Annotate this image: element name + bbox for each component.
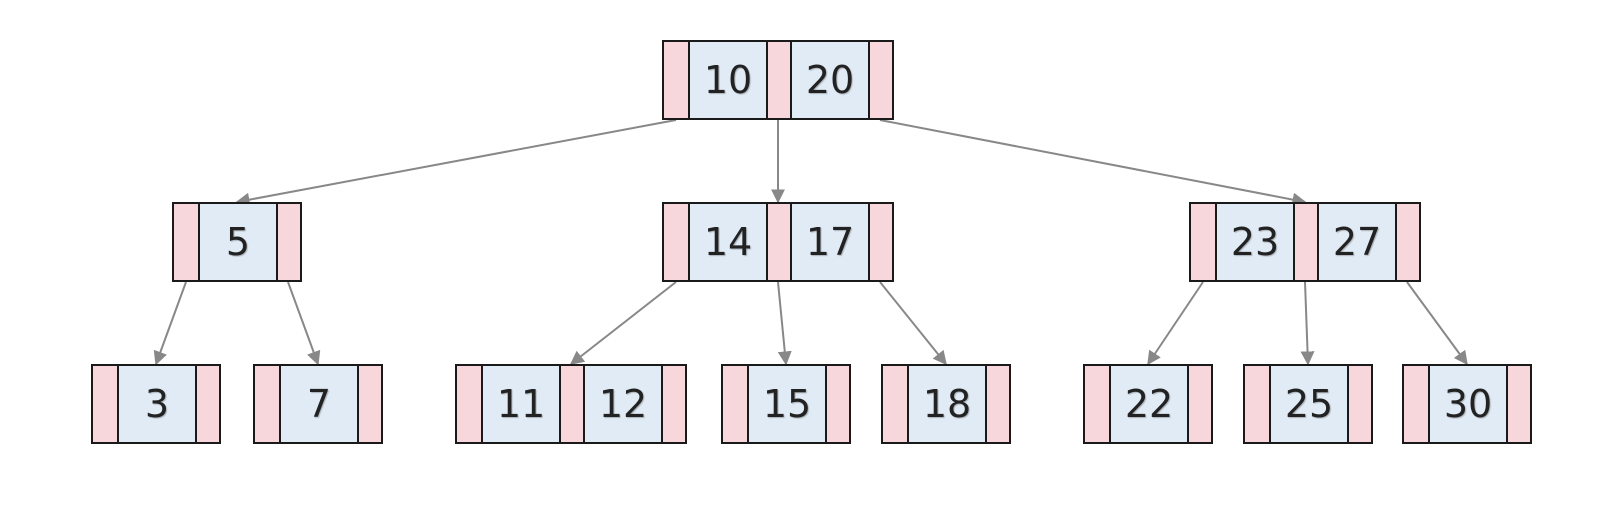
node-pointer [985, 366, 1009, 442]
node-pointer [457, 366, 481, 442]
node-pointer [723, 366, 747, 442]
edge-arrow [879, 281, 947, 366]
edge-arrow [569, 281, 677, 365]
node-pointer [1191, 204, 1215, 280]
node-25: 25 [1243, 364, 1373, 444]
node-key: 5 [198, 204, 276, 280]
edge-arrow [1147, 281, 1204, 366]
node-key: 27 [1317, 204, 1395, 280]
node-pointer [766, 204, 790, 280]
node-11-12: 11 12 [455, 364, 687, 444]
node-pointer [559, 366, 583, 442]
node-key: 15 [747, 366, 825, 442]
edge-arrow [153, 281, 187, 366]
node-pointer [883, 366, 907, 442]
edge-arrow [1406, 281, 1468, 366]
node-7: 7 [253, 364, 383, 444]
node-pointer [664, 204, 688, 280]
node-key: 23 [1215, 204, 1293, 280]
node-pointer [276, 204, 300, 280]
node-key: 25 [1269, 366, 1347, 442]
node-key: 20 [790, 42, 868, 118]
node-14-17: 14 17 [662, 202, 894, 282]
node-3: 3 [91, 364, 221, 444]
node-key: 11 [481, 366, 559, 442]
node-pointer [661, 366, 685, 442]
node-pointer [255, 366, 279, 442]
node-pointer [195, 366, 219, 442]
node-pointer [766, 42, 790, 118]
node-key: 7 [279, 366, 357, 442]
edge-arrow [777, 281, 792, 366]
edge-arrow [287, 281, 321, 366]
node-pointer [174, 204, 198, 280]
node-root: 10 20 [662, 40, 894, 120]
node-key: 3 [117, 366, 195, 442]
node-pointer [825, 366, 849, 442]
node-pointer [1245, 366, 1269, 442]
node-pointer [1506, 366, 1530, 442]
node-5: 5 [172, 202, 302, 282]
node-22: 22 [1083, 364, 1213, 444]
node-key: 18 [907, 366, 985, 442]
node-key: 30 [1428, 366, 1506, 442]
node-pointer [1404, 366, 1428, 442]
node-pointer [357, 366, 381, 442]
node-18: 18 [881, 364, 1011, 444]
node-pointer [868, 42, 892, 118]
node-23-27: 23 27 [1189, 202, 1421, 282]
edge-arrow [1300, 281, 1315, 366]
node-key: 22 [1109, 366, 1187, 442]
node-pointer [664, 42, 688, 118]
node-key: 10 [688, 42, 766, 118]
node-key: 12 [583, 366, 661, 442]
node-key: 17 [790, 204, 868, 280]
node-pointer [868, 204, 892, 280]
edge-arrow [235, 119, 677, 207]
node-pointer [1347, 366, 1371, 442]
node-30: 30 [1402, 364, 1532, 444]
node-pointer [1187, 366, 1211, 442]
node-pointer [1293, 204, 1317, 280]
node-pointer [1395, 204, 1419, 280]
edge-arrow [879, 119, 1307, 207]
node-15: 15 [721, 364, 851, 444]
node-pointer [93, 366, 117, 442]
node-pointer [1085, 366, 1109, 442]
node-key: 14 [688, 204, 766, 280]
